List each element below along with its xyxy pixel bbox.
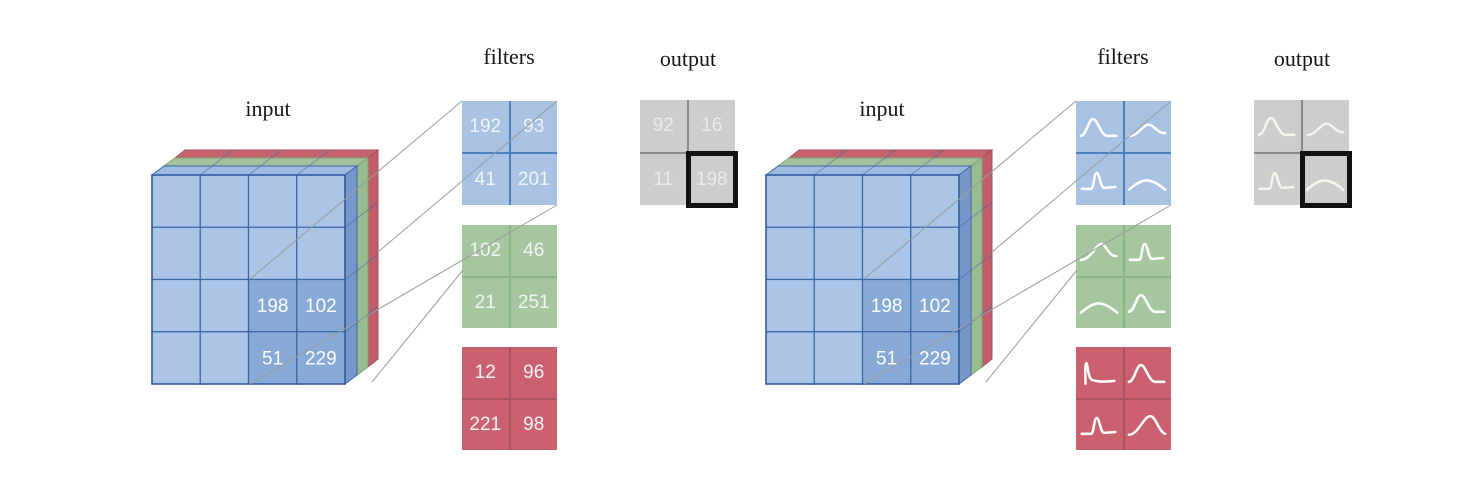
filter-blue-cell: [1076, 101, 1123, 152]
input-cell-value: 51: [262, 348, 283, 369]
input-cell: [296, 226, 346, 281]
gaussian-curve-icon: [1127, 294, 1166, 314]
filter-green-cell: 102: [462, 225, 509, 276]
filter-blue-cell: [1124, 154, 1171, 205]
input-cell: [765, 226, 815, 281]
input-cell-value: 102: [919, 296, 951, 317]
filter-red-cell: [1076, 347, 1123, 398]
filter-red: [1076, 347, 1171, 450]
input-cell-value: 198: [871, 296, 903, 317]
gaussian-wide-flat-curve-icon: [1079, 302, 1119, 315]
input-label: input: [245, 96, 291, 121]
input-cell: [765, 331, 815, 385]
filters-label: filters: [1097, 44, 1149, 69]
input-cell: [910, 174, 960, 228]
filter-green-cell: [1124, 277, 1171, 328]
filter-blue: [1076, 101, 1171, 205]
filter-green: [1076, 225, 1171, 328]
input-cell: [199, 226, 250, 281]
gaussian-small-curve-icon: [1306, 122, 1345, 137]
filter-green-cell: 251: [510, 277, 557, 328]
filter-blue-cell: 192: [462, 101, 509, 152]
gaussian-large-curve-icon: [1127, 415, 1167, 437]
input-cell: [151, 331, 201, 385]
left-spike-curve-icon: [1083, 361, 1116, 385]
filter-blue-cell: 201: [510, 154, 557, 205]
filters-label: filters: [483, 44, 535, 69]
gaussian-wide-flat-curve-icon: [1127, 179, 1167, 192]
output-label: output: [1273, 46, 1331, 71]
gaussian-curve-icon: [1127, 363, 1166, 383]
filter-green-cell: [1076, 277, 1123, 328]
gaussian-curve-icon: [1079, 117, 1118, 138]
filter-green-cell: 46: [510, 225, 557, 276]
input-cell: [151, 226, 201, 281]
output-cell: [1254, 153, 1301, 205]
filter-red-cell: [1076, 399, 1123, 450]
filter-red-cell: 12: [462, 347, 509, 398]
filter-green-cell: [1076, 225, 1123, 276]
diagram-distribution-convolution: 198 102 51 229 input filters output: [614, 0, 1359, 493]
input-cell: [296, 174, 346, 228]
input-cell: [765, 278, 815, 333]
input-tensor-cube: 198 102 51 229: [764, 148, 994, 385]
filter-blue-cell: 41: [462, 154, 509, 205]
input-cell: [861, 174, 912, 228]
input-cell: [199, 331, 250, 385]
input-cell: [813, 278, 864, 333]
output-cell: 16: [688, 100, 735, 152]
input-cell: [813, 174, 864, 228]
input-cell: [247, 226, 298, 281]
input-cell: [765, 174, 815, 228]
input-cell: [813, 331, 864, 385]
filter-blue-cell: [1076, 154, 1123, 205]
output-cell: 11: [640, 153, 687, 205]
filter-red-cell: 221: [462, 399, 509, 450]
input-cell: [861, 226, 912, 281]
gaussian-wide-flat-curve-icon: [1305, 178, 1345, 191]
filter-red-cell: 98: [510, 399, 557, 450]
input-cell: [813, 226, 864, 281]
filter-green-cell: [1124, 225, 1171, 276]
gaussian-small-curve-icon: [1128, 123, 1167, 138]
gaussian-narrow-curve-icon: [1258, 171, 1295, 190]
input-cell: [247, 174, 298, 228]
filter-blue-cell: [1124, 101, 1171, 152]
gaussian-narrow-curve-icon: [1080, 171, 1117, 191]
filter-green-cell: 21: [462, 277, 509, 328]
output-cell-highlighted: 198: [685, 150, 738, 208]
input-cell: [199, 278, 250, 333]
input-cell-value: 51: [876, 348, 897, 369]
input-cell-value: 229: [919, 348, 951, 369]
gaussian-right-curve-icon: [1079, 242, 1118, 261]
filter-blue-cell: 93: [510, 101, 557, 152]
output-cell: [1302, 100, 1349, 152]
input-cell-value: 198: [257, 296, 289, 317]
output-grid: [1254, 100, 1352, 208]
input-label: input: [859, 96, 905, 121]
input-cell: [199, 174, 250, 228]
input-cell: [151, 278, 201, 333]
output-cell: 92: [640, 100, 687, 152]
filter-red-cell: [1124, 399, 1171, 450]
output-cell: [1254, 100, 1301, 152]
output-label: output: [659, 46, 717, 71]
input-cell-value: 102: [305, 296, 337, 317]
filter-red-cell: 96: [510, 347, 557, 398]
gaussian-curve-icon: [1257, 117, 1296, 137]
filter-red-cell: [1124, 347, 1171, 398]
gaussian-narrow-curve-icon: [1128, 242, 1165, 261]
input-cell: [910, 226, 960, 281]
gaussian-narrow-curve-icon: [1080, 416, 1117, 436]
input-cell: [151, 174, 201, 228]
input-cell-value: 229: [305, 348, 337, 369]
output-cell-highlighted: [1299, 150, 1352, 208]
